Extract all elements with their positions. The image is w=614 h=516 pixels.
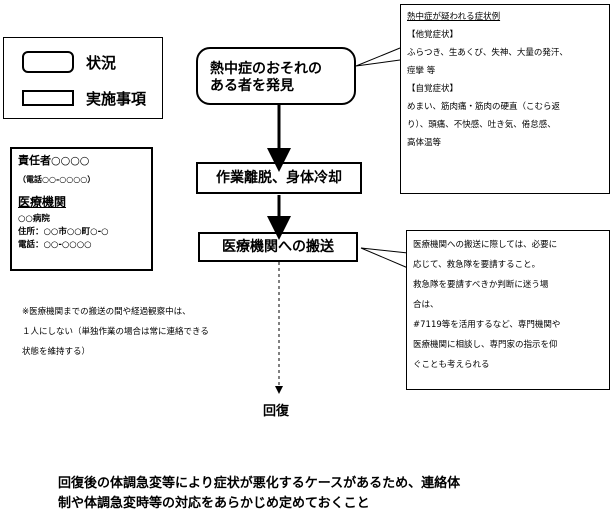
- symptoms-self-line: り）、頭痛、不快感、吐き気、倦怠感、: [407, 120, 556, 130]
- monitoring-note-line: １人にしない（単独作業の場合は常に連絡できる: [22, 327, 209, 337]
- legend-action-label: 実施事項: [86, 90, 147, 108]
- symptoms-other-line: ふらつき、生あくび、失神、大量の発汗、: [407, 48, 568, 58]
- legend-box: [3, 37, 163, 119]
- responsible-person: 責任者○○○○: [18, 154, 90, 167]
- monitoring-note-line: 状態を維持する）: [22, 347, 91, 357]
- flow-step-discover: 熱中症のおそれの ある者を発見: [196, 47, 356, 105]
- transport-callout: 医療機関への搬送に際しては、必要に 応じて、救急隊を要請すること。 救急隊を要請…: [406, 230, 610, 390]
- footer-note-line: 回復後の体調急変等により症状が悪化するケースがあるため、連絡体: [58, 476, 461, 491]
- transport-note-line: 救急隊を要請すべきか判断に迷う場: [413, 280, 549, 290]
- hospital-phone: 電話：○○-○○○○: [18, 240, 92, 250]
- flow-step-recovery: 回復: [263, 404, 290, 419]
- symptoms-self-line: 高体温等: [407, 138, 442, 148]
- symptoms-other-header: 【他覚症状】: [407, 30, 459, 40]
- symptoms-callout: 熱中症が疑われる症状例 【他覚症状】 ふらつき、生あくび、失神、大量の発汗、 痙…: [400, 4, 610, 194]
- legend-situation-shape: [22, 51, 74, 73]
- symptoms-other-line: 痙攣 等: [407, 66, 436, 76]
- transport-note-line: 医療機関に相談し、専門家の指示を仰: [413, 340, 558, 350]
- flow-step-cool: 作業離脱、身体冷却: [196, 162, 362, 194]
- flow-step-transport: 医療機関への搬送: [198, 232, 358, 262]
- hospital-address: 住所：○○市○○町○-○: [18, 227, 109, 237]
- responsible-phone: （電話○○-○○○○）: [18, 175, 96, 184]
- monitoring-note-line: ※医療機関までの搬送の間や経過観察中は、: [22, 307, 191, 317]
- symptoms-self-header: 【自覚症状】: [407, 84, 459, 94]
- flow-step-discover-line2: ある者を発見: [210, 78, 294, 94]
- legend-action-shape: [22, 90, 74, 106]
- transport-note-line: 合は、: [413, 300, 439, 310]
- transport-note-line: 医療機関への搬送に際しては、必要に: [413, 240, 558, 250]
- monitoring-note: ※医療機関までの搬送の間や経過観察中は、 １人にしない（単独作業の場合は常に連絡…: [22, 302, 262, 362]
- transport-note-line: ぐことも考えられる: [413, 360, 490, 370]
- contact-box: 責任者○○○○ （電話○○-○○○○） 医療機関 ○○病院 住所：○○市○○町○…: [10, 147, 153, 271]
- medical-institution-heading: 医療機関: [18, 195, 67, 209]
- symptoms-title: 熱中症が疑われる症状例: [407, 12, 501, 22]
- symptoms-self-line: めまい、筋肉痛・筋肉の硬直（こむら返: [407, 102, 561, 112]
- legend-situation-label: 状況: [86, 54, 117, 72]
- transport-note-line: 応じて、救急隊を要請すること。: [413, 260, 541, 270]
- hospital-name: ○○病院: [18, 214, 50, 224]
- footer-note: 回復後の体調急変等により症状が悪化するケースがあるため、連絡体 制や体調急変時等…: [58, 474, 598, 514]
- transport-note-line: #7119等を活用するなど、専門機関や: [413, 320, 561, 330]
- flow-step-discover-line1: 熱中症のおそれの: [210, 61, 322, 77]
- callout-pointer-symptoms: [355, 47, 401, 67]
- callout-pointer-transport: [360, 247, 409, 269]
- footer-note-line: 制や体調急変時等の対応をあらかじめ定めておくこと: [58, 496, 370, 511]
